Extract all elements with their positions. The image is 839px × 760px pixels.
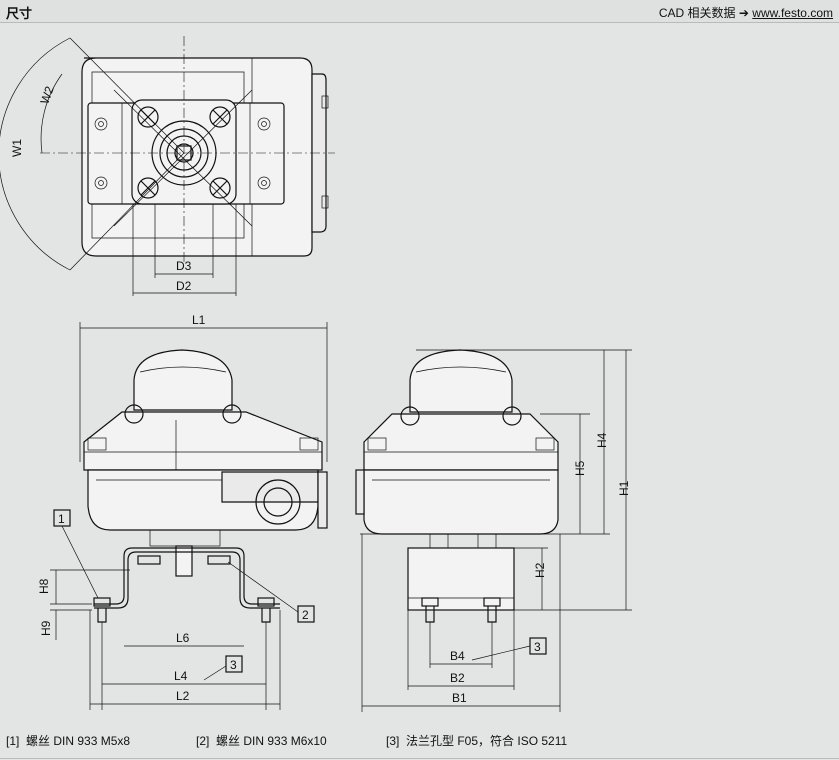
dim-W1: W1: [10, 139, 24, 157]
dim-W2: W2: [37, 84, 56, 106]
page-title: 尺寸: [6, 6, 33, 21]
side-view: H5 H4 H1 H2 B4 B2 B1 3: [355, 349, 632, 712]
footnotes: [1] 螺丝 DIN 933 M5x8 [2] 螺丝 DIN 933 M6x10…: [0, 724, 839, 754]
footnote-1-text: 螺丝 DIN 933 M5x8: [26, 734, 131, 748]
callout-1: 1: [58, 512, 65, 526]
dim-B1: B1: [452, 691, 467, 705]
dim-H2: H2: [533, 562, 547, 578]
footnote-3: [3] 法兰孔型 F05，符合 ISO 5211: [386, 732, 567, 749]
bottom-rule: [0, 758, 839, 759]
dim-L4: L4: [174, 669, 188, 683]
dim-H5: H5: [573, 460, 587, 476]
footnote-3-text: 法兰孔型 F05，符合 ISO 5211: [406, 734, 568, 748]
top-view: W1 W2 D3 D2: [0, 36, 335, 296]
dim-D2: D2: [176, 279, 192, 293]
dim-H9: H9: [39, 620, 53, 636]
dim-H4: H4: [595, 432, 609, 448]
callout-2: 2: [302, 608, 309, 622]
footnote-1-num: [1]: [6, 734, 20, 748]
technical-drawing: W1 W2 D3 D2 L1: [0, 36, 632, 712]
dim-L6: L6: [176, 631, 190, 645]
dim-B2: B2: [450, 671, 465, 685]
front-view: L1 H8 H9 L6: [37, 313, 328, 710]
header-bar: 尺寸 CAD 相关数据 ➔ www.festo.com: [0, 0, 839, 23]
cad-label: CAD 相关数据 ➔: [658, 6, 753, 20]
callout-3a: 3: [230, 658, 237, 672]
dim-H8: H8: [37, 578, 51, 594]
footnote-1: [1] 螺丝 DIN 933 M5x8: [6, 732, 130, 749]
footnote-3-num: [3]: [386, 734, 400, 748]
festo-link[interactable]: www.festo.com: [752, 6, 833, 20]
dim-L2: L2: [176, 689, 190, 703]
dim-L1: L1: [192, 313, 206, 327]
callout-3b: 3: [534, 640, 541, 654]
cad-info: CAD 相关数据 ➔ www.festo.com: [659, 4, 833, 21]
footnote-2: [2] 螺丝 DIN 933 M6x10: [196, 732, 327, 749]
dim-H1: H1: [617, 480, 631, 496]
footnote-2-num: [2]: [196, 734, 210, 748]
dim-D3: D3: [176, 259, 192, 273]
dim-B4: B4: [450, 649, 465, 663]
footnote-2-text: 螺丝 DIN 933 M6x10: [216, 734, 327, 748]
